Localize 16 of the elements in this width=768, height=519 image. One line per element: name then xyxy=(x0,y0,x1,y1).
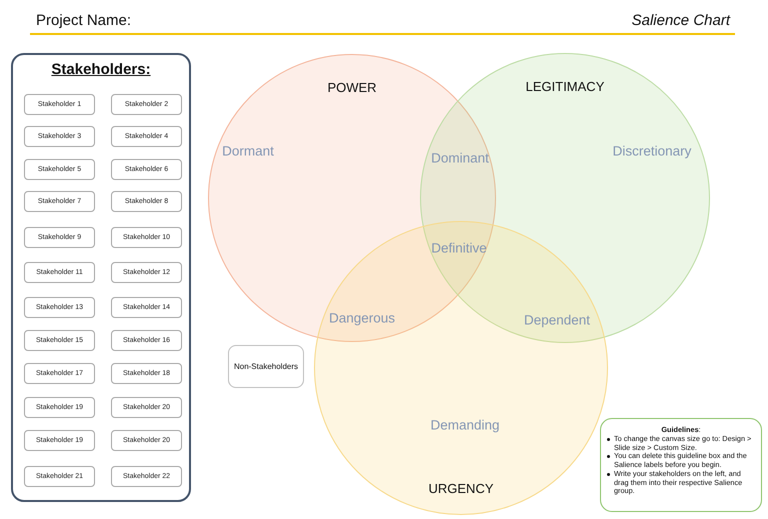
circle-label: LEGITIMACY xyxy=(526,79,604,94)
region-label: Dangerous xyxy=(328,310,396,326)
panel-heading: Stakeholders: xyxy=(50,61,152,78)
region-label: Demanding xyxy=(430,418,500,432)
circle-label: POWER xyxy=(327,80,377,95)
region-label: Dormant xyxy=(222,144,274,158)
region-label: Discretionary xyxy=(612,144,692,158)
circle-label: URGENCY xyxy=(428,481,494,496)
region-label: Definitive xyxy=(431,240,487,256)
guidelines-card xyxy=(600,418,762,512)
chart-title: Salience Chart xyxy=(632,12,730,29)
stakeholder-panel xyxy=(11,53,191,502)
non-stakeholders-card: Non-Stakeholders xyxy=(228,345,304,388)
region-label: Dominant xyxy=(431,150,489,166)
project-name-label: Project Name: xyxy=(36,12,132,29)
region-label: Dependent xyxy=(524,312,590,328)
